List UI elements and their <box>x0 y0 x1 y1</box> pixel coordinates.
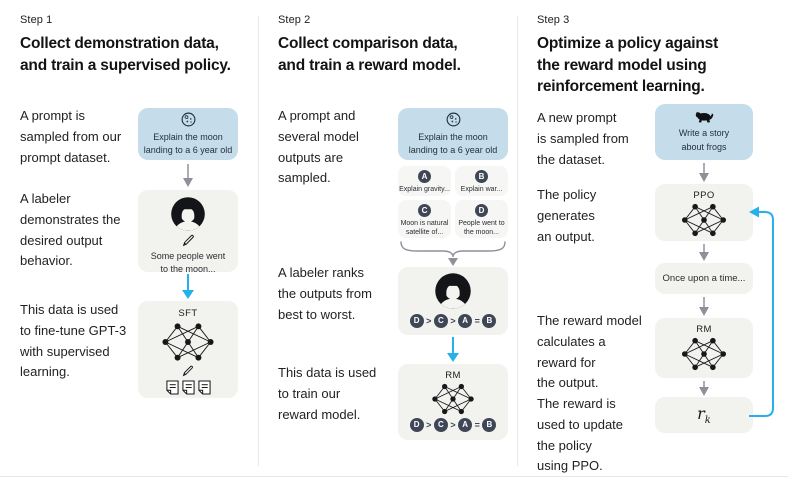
moon-icon <box>181 112 195 127</box>
step3-caption-update: The reward is used to update the policy … <box>537 396 624 474</box>
rank-badge: B <box>482 314 497 328</box>
rank-separator: = <box>474 420 480 430</box>
down-arrow-gray <box>699 244 709 261</box>
step3-prompt-text: Write a story about frogs <box>678 128 730 152</box>
document-icon <box>197 380 211 395</box>
step1-title: Collect demonstration data, and train a … <box>20 35 231 74</box>
document-icon <box>181 380 195 395</box>
output-option-b: B Explain war... <box>455 166 508 196</box>
rank-separator: > <box>426 420 432 430</box>
neural-network-icon <box>432 383 474 415</box>
down-arrow-gray <box>699 163 709 182</box>
frog-icon <box>695 112 714 124</box>
rank-badge: C <box>433 418 448 432</box>
option-letter-badge: C <box>418 204 431 217</box>
documents-row <box>165 380 211 395</box>
ranking-row: D > C > A = B <box>409 418 497 432</box>
neural-network-icon <box>681 337 727 371</box>
step3-caption-reward: The reward model calculates a reward for… <box>537 313 642 391</box>
rank-badge: A <box>458 314 473 328</box>
step2-caption-ranks: A labeler ranks the outputs from best to… <box>278 265 372 322</box>
labeler-avatar-icon <box>435 273 471 309</box>
rank-badge: A <box>458 418 473 432</box>
option-caption: Explain war... <box>460 186 503 193</box>
rank-separator: = <box>474 316 480 326</box>
ranking-row: D > C > A = B <box>409 314 497 328</box>
rank-badge: B <box>482 418 497 432</box>
step1-demo-text: Some people went to the moon... <box>150 251 226 275</box>
option-letter-badge: A <box>418 170 431 183</box>
step3-caption-policy: The policy generates an output. <box>537 187 597 244</box>
step3-title: Optimize a policy against the reward mod… <box>537 35 719 96</box>
step2-title: Collect comparison data, and train a rew… <box>278 35 461 74</box>
step1-sft-box: SFT <box>138 301 238 398</box>
option-caption: Explain gravity... <box>399 186 450 193</box>
down-arrow-gray <box>183 164 193 187</box>
rank-badge: D <box>409 418 424 432</box>
feedback-loop-arrow <box>749 206 774 417</box>
pencil-icon <box>182 365 193 377</box>
sft-label: SFT <box>178 308 198 319</box>
step3-reward-box: rk <box>655 397 753 433</box>
step1-caption-prompt: A prompt is sampled from our prompt data… <box>20 108 122 165</box>
labeler-avatar-icon <box>171 197 205 231</box>
option-caption: People went to the moon... <box>458 220 505 237</box>
rank-separator: > <box>426 316 432 326</box>
output-option-c: C Moon is natural satellite of... <box>398 200 451 238</box>
step2-prompt-text: Explain the moon landing to a 6 year old <box>408 131 498 155</box>
option-letter-badge: B <box>475 170 488 183</box>
down-arrow-blue <box>182 274 194 299</box>
neural-network-icon <box>162 323 214 361</box>
rank-badge: C <box>433 314 448 328</box>
step2-caption-train: This data is used to train our reward mo… <box>278 365 377 422</box>
step2-rm-box: RM D > C > A = B <box>398 364 508 440</box>
step3-output-box: Once upon a time... <box>655 263 753 294</box>
step2-label: Step 2 <box>278 14 311 26</box>
step3-output-text: Once upon a time... <box>662 273 746 284</box>
output-option-d: D People went to the moon... <box>455 200 508 238</box>
step3-rm-box: RM <box>655 318 753 378</box>
rm-label: RM <box>445 370 461 381</box>
down-arrow-gray <box>699 297 709 316</box>
step3-ppo-box: PPO <box>655 184 753 241</box>
step2-prompt-box: Explain the moon landing to a 6 year old <box>398 108 508 160</box>
reward-value: rk <box>697 403 711 427</box>
down-arrow-blue <box>447 337 459 362</box>
ppo-label: PPO <box>693 190 715 201</box>
step1-prompt-box: Explain the moon landing to a 6 year old <box>138 108 238 160</box>
column-divider <box>517 16 518 466</box>
step2-caption-sampled: A prompt and several model outputs are s… <box>278 108 359 186</box>
down-arrow-gray <box>699 381 709 396</box>
step1-caption-finetune: This data is used to fine-tune GPT-3 wit… <box>20 302 127 380</box>
rank-separator: > <box>450 420 456 430</box>
option-caption: Moon is natural satellite of... <box>400 220 449 237</box>
rm-label: RM <box>696 324 712 335</box>
rank-separator: > <box>450 316 456 326</box>
option-letter-badge: D <box>475 204 488 217</box>
step1-label: Step 1 <box>20 14 53 26</box>
step3-caption-prompt: A new prompt is sampled from the dataset… <box>537 110 629 167</box>
pencil-icon <box>182 234 194 247</box>
step3-label: Step 3 <box>537 14 570 26</box>
step2-labeler-box: D > C > A = B <box>398 267 508 335</box>
step1-labeler-box: Some people went to the moon... <box>138 190 238 274</box>
output-option-a: A Explain gravity... <box>398 166 451 196</box>
bottom-rule <box>0 476 788 477</box>
moon-icon <box>446 112 460 127</box>
step1-caption-labeler: A labeler demonstrates the desired outpu… <box>20 191 121 269</box>
document-icon <box>165 380 179 395</box>
column-divider <box>258 16 259 466</box>
step3-prompt-box: Write a story about frogs <box>655 104 753 160</box>
rank-badge: D <box>409 314 424 328</box>
neural-network-icon <box>681 203 727 237</box>
curly-brace-arrow <box>400 241 506 266</box>
step1-prompt-text: Explain the moon landing to a 6 year old <box>143 131 233 155</box>
